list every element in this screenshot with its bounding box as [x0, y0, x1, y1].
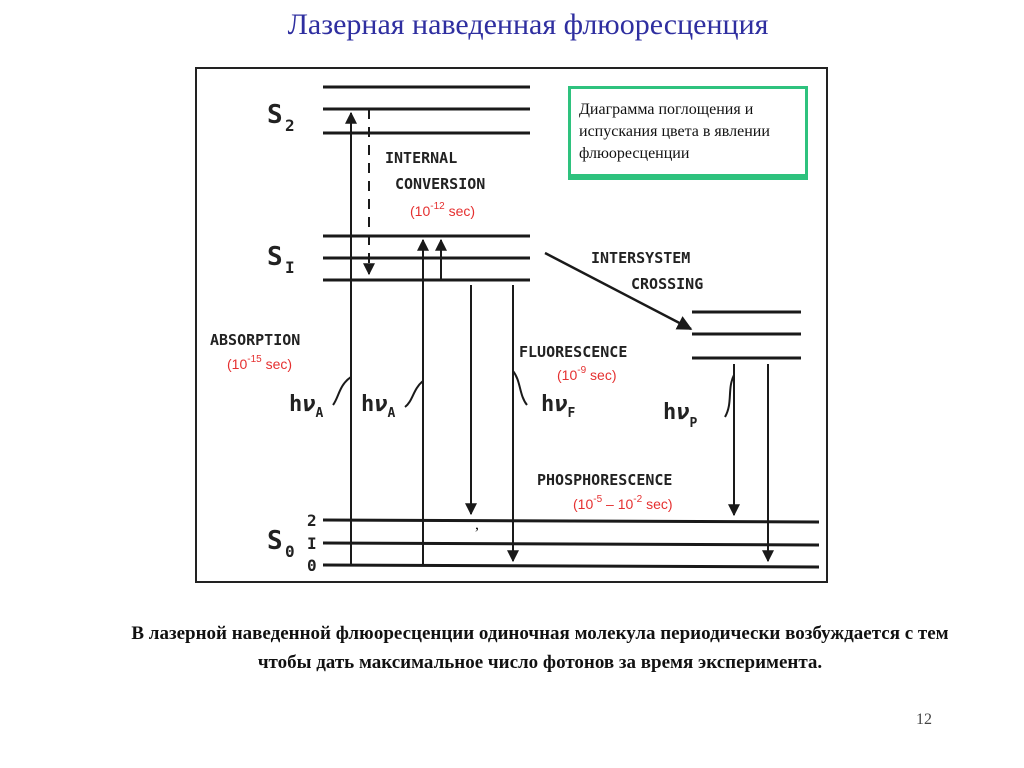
s1-subscript: I: [285, 258, 295, 277]
callout-box: Диаграмма поглощения и испускания цвета …: [568, 86, 808, 180]
s0-levels: [322, 518, 820, 569]
photon-label-a2: hνA: [361, 392, 396, 421]
intersystem-label-1: INTERSYSTEM: [591, 249, 690, 267]
page-number: 12: [916, 711, 932, 728]
jablonski-svg: S 2 S I S 0 2 I 0 INTERNAL CONVERSION (1…: [210, 85, 820, 575]
s0-level-line-1: [322, 541, 820, 547]
s0-vib-0: 0: [307, 556, 317, 575]
internal-conversion-label-2: CONVERSION: [395, 175, 485, 193]
s0-subscript: 0: [285, 542, 295, 561]
photon-curl-f: [512, 370, 528, 406]
absorption-label: ABSORPTION: [210, 331, 300, 349]
fluorescence-label: FLUORESCENCE: [519, 343, 627, 361]
slide-caption: В лазерной наведенной флюоресценции один…: [131, 623, 949, 673]
s0-letter: S: [267, 526, 283, 556]
photon-curl-p: [724, 374, 735, 418]
s1-letter: S: [267, 242, 283, 272]
internal-conversion-label-1: INTERNAL: [385, 149, 457, 167]
s0-level-line-0: [322, 563, 820, 569]
triplet-levels: [692, 310, 801, 360]
phosphorescence-time: (10-5 – 10-2 sec): [573, 494, 673, 512]
absorption-time: (10-15 sec): [227, 354, 292, 372]
photon-curl-a1: [332, 376, 352, 406]
s2-levels: [323, 85, 530, 135]
photon-label-a1: hνA: [289, 392, 324, 421]
photon-label-p: hνP: [663, 400, 698, 431]
fluorescence-time: (10-9 sec): [557, 365, 616, 383]
intersystem-crossing-arrow: [544, 251, 693, 331]
photon-curl-a2: [404, 380, 424, 408]
s0-level-line-2: [322, 518, 820, 524]
s1-levels: [323, 234, 530, 282]
stray-mark: ,: [475, 516, 479, 533]
s0-vib-1: I: [307, 534, 317, 553]
s2-letter: S: [267, 100, 283, 130]
intersystem-label-2: CROSSING: [631, 275, 703, 293]
internal-conversion-time: (10-12 sec): [410, 201, 475, 219]
phosphorescence-label: PHOSPHORESCENCE: [537, 471, 672, 489]
slide-title: Лазерная наведенная флюоресценция: [287, 8, 769, 41]
s2-subscript: 2: [285, 116, 295, 135]
s0-vib-2: 2: [307, 511, 317, 530]
photon-label-f: hνF: [541, 392, 576, 421]
callout-text: Диаграмма поглощения и испускания цвета …: [579, 101, 770, 162]
